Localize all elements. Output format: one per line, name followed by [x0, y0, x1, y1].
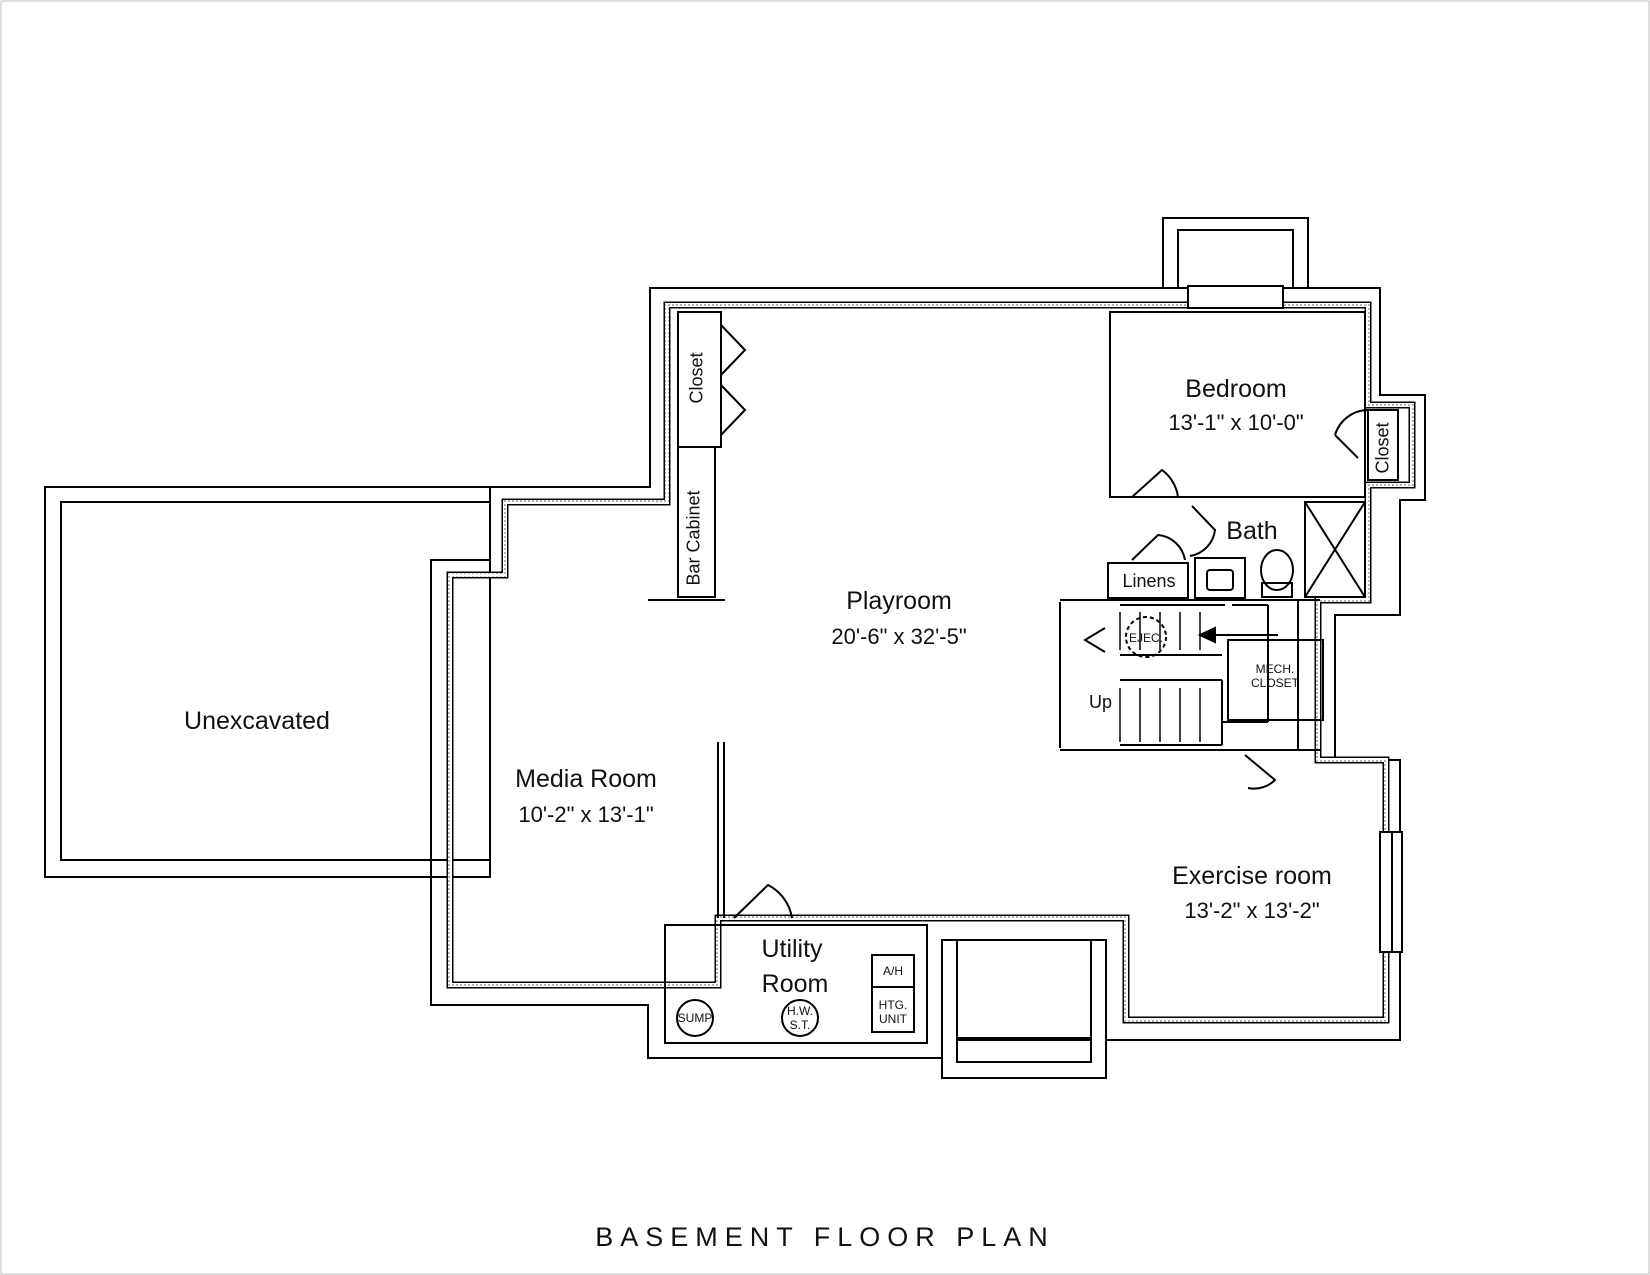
plan-title: BASEMENT FLOOR PLAN [595, 1222, 1055, 1252]
mech-closet-label-line1: MECH. [1255, 662, 1295, 676]
water-heater-label-line2: S.T. [789, 1018, 811, 1032]
water-heater-label-line1: H.W. [787, 1004, 813, 1018]
air-handler-label: A/H [882, 964, 904, 978]
bedroom-walls [1109, 311, 1366, 498]
mech-closet [1227, 639, 1324, 721]
utility-room-label-line2: Room [761, 970, 829, 998]
heating-unit-label-line2: UNIT [879, 1012, 907, 1026]
shower [1304, 501, 1366, 598]
ejector-pit [1125, 616, 1167, 658]
playroom-label: Playroom [846, 587, 952, 615]
window-well-bottom [956, 1039, 1092, 1063]
toilet-icon [1260, 549, 1294, 591]
bedroom-window [1187, 285, 1284, 309]
bedroom-dims: 13'-1" x 10'-0" [1168, 410, 1304, 435]
bar-cabinet-label: Bar Cabinet [683, 490, 704, 586]
closet-right-label: Closet [1372, 422, 1393, 474]
closet-left-label: Closet [686, 352, 707, 404]
playroom-dims: 20'-6" x 32'-5" [831, 624, 967, 649]
linens-closet [1107, 562, 1189, 599]
water-heater [781, 999, 819, 1037]
heating-unit [871, 986, 915, 1033]
bath-sink [1194, 557, 1246, 599]
utility-room-walls [664, 924, 928, 1044]
stairs-up-label: Up [1089, 692, 1113, 712]
stair-treads [1119, 612, 1201, 742]
inner-wall-fill [448, 303, 1414, 1022]
utility-room-label-line1: Utility [761, 935, 823, 963]
unexcavated-inner [60, 501, 491, 861]
sump-label: SUMP [677, 1011, 713, 1025]
bedroom-closet [1367, 409, 1399, 481]
mech-closet-label-line2: CLOSET [1250, 676, 1300, 690]
sump-pit [676, 999, 714, 1037]
heating-unit-label-line1: HTG. [878, 998, 908, 1012]
exercise-room-label: Exercise room [1172, 862, 1332, 890]
ejector-label: EJEC. [1128, 631, 1164, 645]
exercise-room-dims: 13'-2" x 13'-2" [1184, 898, 1320, 923]
media-room-label: Media Room [515, 765, 657, 793]
bar-cabinet [677, 446, 716, 598]
linens-label: Linens [1122, 571, 1176, 591]
bath-label: Bath [1226, 517, 1278, 545]
unexcavated-label: Unexcavated [184, 707, 330, 735]
bedroom-label: Bedroom [1185, 375, 1287, 403]
unexcavated-outline [44, 486, 491, 878]
media-room-dims: 10'-2" x 13'-1" [518, 802, 654, 827]
